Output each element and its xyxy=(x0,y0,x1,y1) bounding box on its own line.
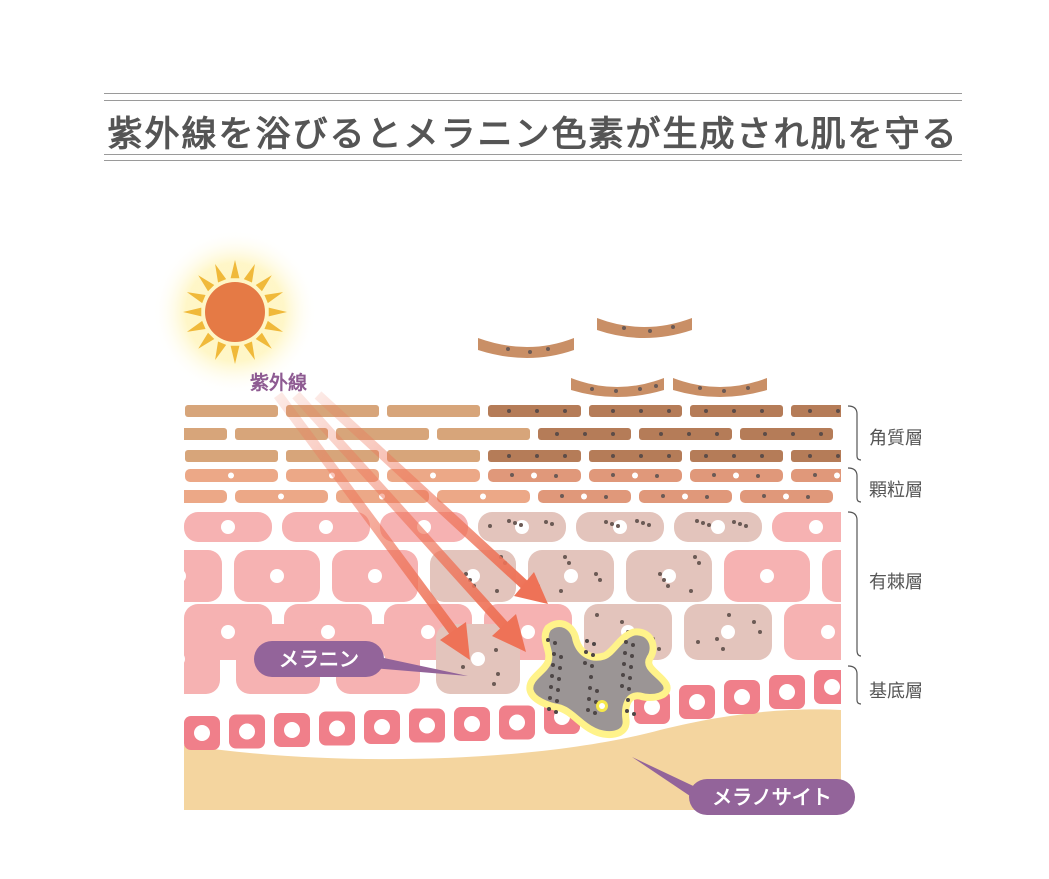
sun-ray xyxy=(264,292,284,304)
spinosum-cell xyxy=(772,512,841,542)
uv-label: 紫外線 xyxy=(250,372,308,394)
layer-brackets xyxy=(847,405,862,705)
corneum-cell xyxy=(690,450,783,462)
layer-label-basale: 基底層 xyxy=(869,681,923,702)
corneum-cell xyxy=(589,450,682,462)
title-rule-top-2 xyxy=(104,100,962,101)
corneum-cell xyxy=(387,405,480,417)
sun-ray xyxy=(268,307,287,317)
sun-ray xyxy=(243,263,255,283)
sun-ray xyxy=(186,292,206,304)
layer-label-spinosum: 有棘層 xyxy=(869,572,923,593)
stratum-granulosum-cells xyxy=(84,469,841,503)
title-rule-bottom-1 xyxy=(104,154,962,155)
granulosum-cell xyxy=(84,469,177,482)
corneum-cell xyxy=(437,428,530,440)
uv-arrows xyxy=(273,391,548,660)
corneum-cell xyxy=(387,450,480,462)
corneum-cell xyxy=(589,405,682,417)
sun-ray xyxy=(230,260,240,279)
melanin-pointer xyxy=(370,655,468,676)
sun-icon xyxy=(153,230,317,394)
shed-flakes xyxy=(478,318,767,397)
sun-ray xyxy=(215,341,227,361)
sun-ray xyxy=(243,341,255,361)
sun-ray xyxy=(255,332,272,349)
melanin-label: メラニン xyxy=(254,641,384,677)
spinosum-cell xyxy=(784,604,841,660)
page-title: 紫外線を浴びるとメラニン色素が生成され肌を守る xyxy=(107,115,959,155)
sun-ray xyxy=(230,345,240,364)
spinosum-cell xyxy=(184,550,222,602)
corneum-cell xyxy=(185,450,278,462)
stratum-spinosum-cells xyxy=(184,512,841,694)
corneum-cell xyxy=(84,405,177,417)
title-banner: 紫外線を浴びるとメラニン色素が生成され肌を守る xyxy=(104,93,962,161)
corneum-cell xyxy=(740,428,833,440)
corneum-cell xyxy=(184,428,227,440)
sun-ray xyxy=(215,263,227,283)
corneum-cell xyxy=(791,405,841,417)
granulosum-cell xyxy=(184,490,227,503)
title-rule-bottom-2 xyxy=(104,160,962,161)
layer-label-corneum: 角質層 xyxy=(869,428,923,449)
title-rule-top-1 xyxy=(104,93,962,94)
corneum-cell xyxy=(488,450,581,462)
sun-ray xyxy=(183,307,202,317)
melanocyte-pointer xyxy=(632,757,706,800)
corneum-cell xyxy=(690,405,783,417)
sun-ray xyxy=(186,320,206,332)
sun-ray xyxy=(198,332,215,349)
stratum-corneum-cells xyxy=(84,405,841,462)
corneum-cell xyxy=(791,450,841,462)
layer-label-granulosum: 顆粒層 xyxy=(869,480,923,501)
spinosum-cell xyxy=(822,550,841,602)
melanocyte-cell xyxy=(526,620,671,739)
corneum-cell xyxy=(84,450,177,462)
corneum-cell xyxy=(639,428,732,440)
sun-ray xyxy=(198,275,215,292)
sun-ray xyxy=(255,275,272,292)
corneum-cell xyxy=(488,405,581,417)
melanocyte-label: メラノサイト xyxy=(689,779,855,815)
corneum-cell xyxy=(185,405,278,417)
sun-ray xyxy=(264,320,284,332)
spinosum-cell xyxy=(184,624,220,694)
